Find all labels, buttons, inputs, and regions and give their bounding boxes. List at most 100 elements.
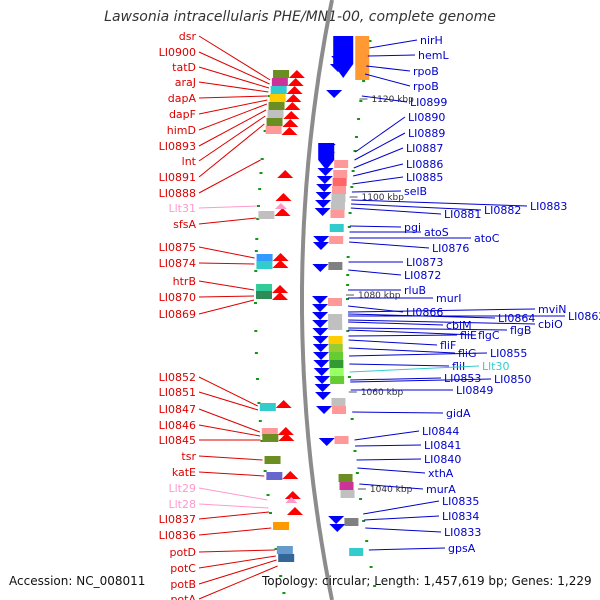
right-gene-label: rluB [404,284,426,297]
gene-block [349,548,364,556]
feature-tick [256,378,260,380]
right-gene-label: xthA [428,467,454,480]
gene-block [331,398,346,406]
feature-tick [357,118,361,120]
feature-tick [254,270,258,272]
right-label-leader [348,339,438,346]
forward-gene-arrow [316,406,333,414]
feature-tick [373,585,377,587]
forward-gene-arrow [314,208,331,216]
right-label-leader [348,313,496,319]
left-label-leader [198,471,265,477]
gene-block [334,436,349,444]
left-label-leader [198,262,255,265]
left-gene-label: LI0836 [159,529,196,542]
feature-tick [254,302,258,304]
right-label-leader [367,54,416,57]
gene-block [261,428,278,436]
reverse-gene-arrow [275,193,292,201]
right-label-leader [352,411,444,414]
right-label-leader [348,347,456,354]
left-gene-label: katE [172,466,196,479]
right-gene-label: mviN [538,303,567,316]
right-gene-label: LI0881 [444,208,481,221]
gene-block [329,236,344,244]
left-label-leader [198,511,270,520]
right-label-leader [353,163,404,177]
right-label-leader [354,430,420,441]
left-label-leader [198,408,260,433]
right-label-leader [349,363,450,367]
right-label-leader [348,269,402,276]
gene-block [276,546,293,554]
feature-tick [346,330,350,332]
left-gene-label: dsr [179,30,197,43]
gene-block [265,126,282,134]
right-gene-label: LI0876 [432,242,469,255]
forward-gene-arrow [313,352,330,360]
left-gene-label: LI0888 [159,187,196,200]
forward-gene-arrow [312,328,329,336]
forward-gene-arrow [318,438,335,446]
right-label-leader [351,190,402,193]
reverse-gene-arrow [272,253,289,261]
right-label-leader [348,308,536,313]
right-label-leader [359,483,424,490]
reverse-gene-arrow [285,94,302,102]
right-label-leader [348,321,444,326]
left-gene-label: LI0870 [159,291,196,304]
feature-tick [362,520,366,522]
feature-tick [279,575,283,577]
feature-tick [348,212,352,214]
right-gene-label: LI0853 [444,372,481,385]
gene-block [329,360,344,368]
gene-block [266,472,283,480]
left-gene-label: tsr [181,450,196,463]
reverse-gene-arrow [272,285,289,293]
right-gene-label: LI0885 [406,171,443,184]
feature-tick [346,284,350,286]
left-label-leader [198,99,268,115]
gene-block [256,261,273,269]
left-gene-label: Llt28 [169,498,197,511]
right-gene-label: LI0887 [406,142,443,155]
forward-gene-arrow [314,384,331,392]
right-label-leader [348,327,508,331]
gene-block [329,352,344,360]
right-label-leader [349,365,480,373]
reverse-gene-arrow [281,127,298,135]
gene-block [330,376,345,384]
right-label-leader [350,377,442,381]
left-label-leader [198,81,269,93]
right-gene-label: atoS [424,226,449,239]
right-gene-label: atoC [474,232,500,245]
feature-tick [346,298,350,300]
feature-tick [346,274,350,276]
genome-backbone [300,0,334,600]
forward-gene-arrow [312,320,329,328]
right-gene-label: rpoB [413,65,439,78]
feature-tick [258,188,262,190]
feature-tick [258,420,262,422]
gene-block [338,474,353,482]
left-gene-label: potB [170,578,196,591]
right-label-leader [363,500,440,515]
reverse-gene-arrow [272,292,289,300]
forward-gene-arrow [312,312,329,320]
left-gene-label: araJ [175,76,196,89]
right-gene-label: murI [436,292,461,305]
gene-block [256,291,273,299]
right-gene-label: LI0835 [442,495,479,508]
left-label-leader [198,217,257,225]
left-label-leader [198,295,255,298]
forward-gene-arrow [316,184,333,192]
feature-tick [351,170,355,172]
feature-tick [359,100,363,102]
left-gene-label: himD [167,124,196,137]
left-gene-label: LI0875 [159,241,196,254]
reverse-gene-arrow [284,102,301,110]
left-label-leader [198,503,269,509]
right-gene-label: LI0849 [456,384,493,397]
forward-gene-arrow [312,336,329,344]
